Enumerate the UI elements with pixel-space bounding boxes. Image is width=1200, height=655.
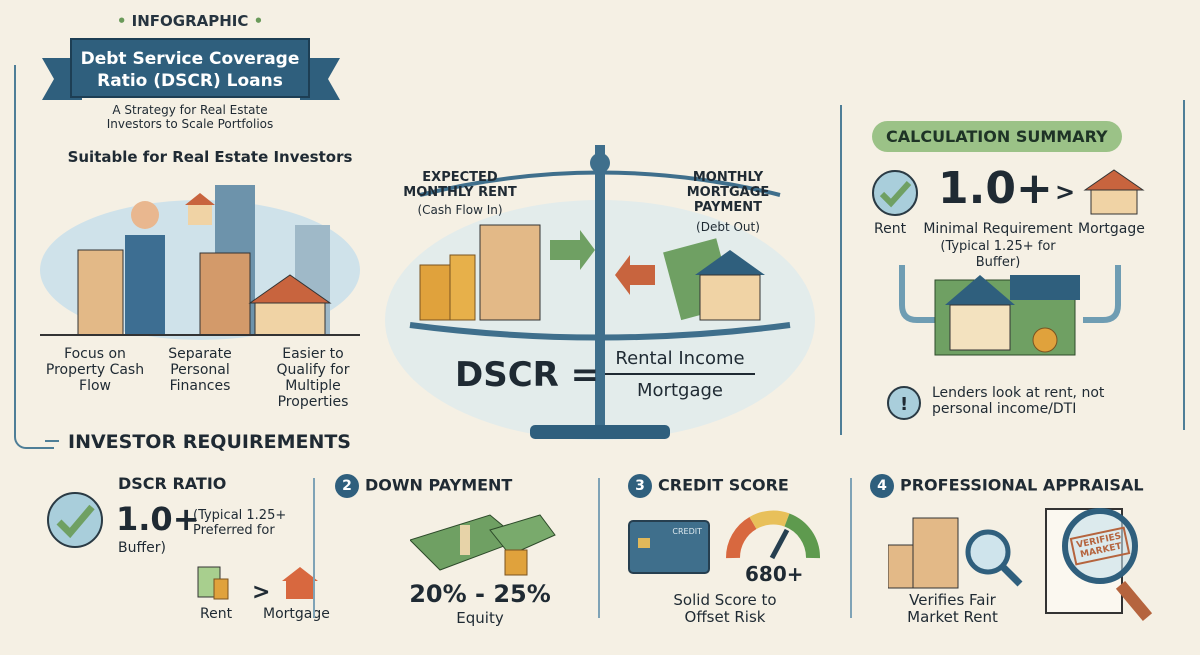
card-chip bbox=[638, 538, 650, 548]
summary-frame-right bbox=[1183, 100, 1185, 430]
divider bbox=[850, 478, 852, 618]
formula-denominator: Mortgage bbox=[637, 380, 723, 401]
down-value: 20% - 25% bbox=[409, 580, 551, 608]
summary-note: Lenders look at rent, not personal incom… bbox=[932, 385, 1105, 417]
formula-numerator: Rental Income bbox=[605, 348, 755, 375]
frame-corner bbox=[14, 435, 54, 449]
benefit-2: Separate Personal Finances bbox=[168, 346, 232, 394]
credit-label: Solid Score to Offset Risk bbox=[673, 591, 777, 626]
dscr-rent: Rent bbox=[200, 606, 233, 622]
balance-scale bbox=[385, 145, 815, 440]
summary-rent: Rent bbox=[874, 221, 907, 237]
benefit-1: Focus on Property Cash Flow bbox=[45, 346, 145, 394]
credit-title: 3 CREDIT SCORE bbox=[628, 474, 789, 498]
apartment-icon bbox=[479, 224, 541, 321]
dscr-note-3: Buffer) bbox=[118, 540, 166, 556]
house-icon bbox=[699, 274, 761, 321]
dscr-note-1: (Typical 1.25+ bbox=[193, 508, 287, 523]
divider bbox=[313, 478, 315, 618]
title-banner: Debt Service Coverage Ratio (DSCR) Loans bbox=[70, 38, 310, 98]
formula-lhs: DSCR = bbox=[455, 355, 600, 395]
credit-card-icon: CREDIT bbox=[628, 520, 710, 574]
benefit-3: Easier to Qualify for Multiple Propertie… bbox=[276, 346, 350, 410]
summary-mortgage: Mortgage bbox=[1078, 221, 1145, 237]
summary-ratio: 1.0+ bbox=[938, 163, 1053, 214]
dscr-note: (Typical 1.25+Preferred for bbox=[193, 508, 286, 538]
appraisal-label: Verifies Fair Market Rent bbox=[907, 591, 998, 626]
credit-title-text: CREDIT SCORE bbox=[658, 475, 789, 495]
appraisal-title: 4 PROFESSIONAL APPRAISAL bbox=[870, 474, 1144, 498]
down-label: Equity bbox=[456, 609, 504, 627]
credit-value: 680+ bbox=[745, 562, 804, 586]
heading-rule bbox=[45, 440, 59, 442]
title-line1: Debt Service Coverage bbox=[80, 49, 300, 69]
investors-heading: Suitable for Real Estate Investors bbox=[67, 148, 353, 166]
summary-min-req: Minimal Requirement bbox=[923, 221, 1073, 237]
magnifier-icon bbox=[1062, 508, 1138, 584]
kicker: • INFOGRAPHIC • bbox=[70, 12, 310, 30]
dscr-gt: > bbox=[252, 580, 271, 605]
card-label: CREDIT bbox=[672, 527, 702, 536]
check-icon bbox=[872, 170, 918, 216]
arrow-in-icon bbox=[550, 230, 595, 270]
svg-text:!: ! bbox=[900, 394, 908, 415]
summary-typical: (Typical 1.25+ for Buffer) bbox=[940, 239, 1056, 270]
step-number: 3 bbox=[628, 474, 652, 498]
down-title: 2 DOWN PAYMENT bbox=[335, 474, 512, 498]
summary-gt: > bbox=[1055, 178, 1076, 206]
subtitle: A Strategy for Real Estate Investors to … bbox=[106, 103, 274, 131]
frame-line bbox=[14, 65, 16, 435]
credit-gauge-icon bbox=[725, 510, 820, 560]
kicker-dot-left: • bbox=[116, 12, 132, 30]
appraisal-title-text: PROFESSIONAL APPRAISAL bbox=[900, 475, 1144, 495]
kicker-dot-right: • bbox=[248, 12, 264, 30]
house-icon bbox=[286, 581, 314, 599]
summary-heading: CALCULATION SUMMARY bbox=[872, 121, 1122, 152]
house-icon bbox=[1083, 169, 1145, 215]
requirements-heading: INVESTOR REQUIREMENTS bbox=[68, 431, 351, 453]
check-icon bbox=[47, 492, 103, 548]
kicker-text: INFOGRAPHIC bbox=[131, 12, 249, 30]
building-magnifier-icon bbox=[888, 517, 1023, 589]
step-number: 2 bbox=[335, 474, 359, 498]
rent-sub: (Cash Flow In) bbox=[417, 203, 503, 217]
mortgage-sub: (Debt Out) bbox=[696, 220, 760, 234]
investor-illustration bbox=[40, 185, 360, 340]
alert-icon: ! bbox=[887, 386, 921, 420]
dscr-mortgage: Mortgage bbox=[263, 606, 330, 622]
coins-icon bbox=[419, 254, 476, 321]
dscr-note-2: Preferred for bbox=[193, 523, 275, 538]
dscr-title: DSCR RATIO bbox=[118, 474, 227, 493]
step-number: 4 bbox=[870, 474, 894, 498]
summary-frame bbox=[840, 105, 842, 435]
cash-stack-icon bbox=[410, 514, 556, 576]
mortgage-title: MONTHLY MORTGAGE PAYMENT bbox=[686, 170, 770, 215]
divider bbox=[598, 478, 600, 618]
rent-mortgage-icons bbox=[197, 566, 318, 600]
down-title-text: DOWN PAYMENT bbox=[365, 475, 513, 495]
dscr-ratio: 1.0+ bbox=[116, 500, 200, 538]
arrow-out-icon bbox=[615, 255, 655, 295]
rent-title: EXPECTED MONTHLY RENT bbox=[403, 170, 517, 200]
title-line2: Ratio (DSCR) Loans bbox=[97, 71, 283, 91]
house-cash-illustration bbox=[899, 265, 1121, 356]
